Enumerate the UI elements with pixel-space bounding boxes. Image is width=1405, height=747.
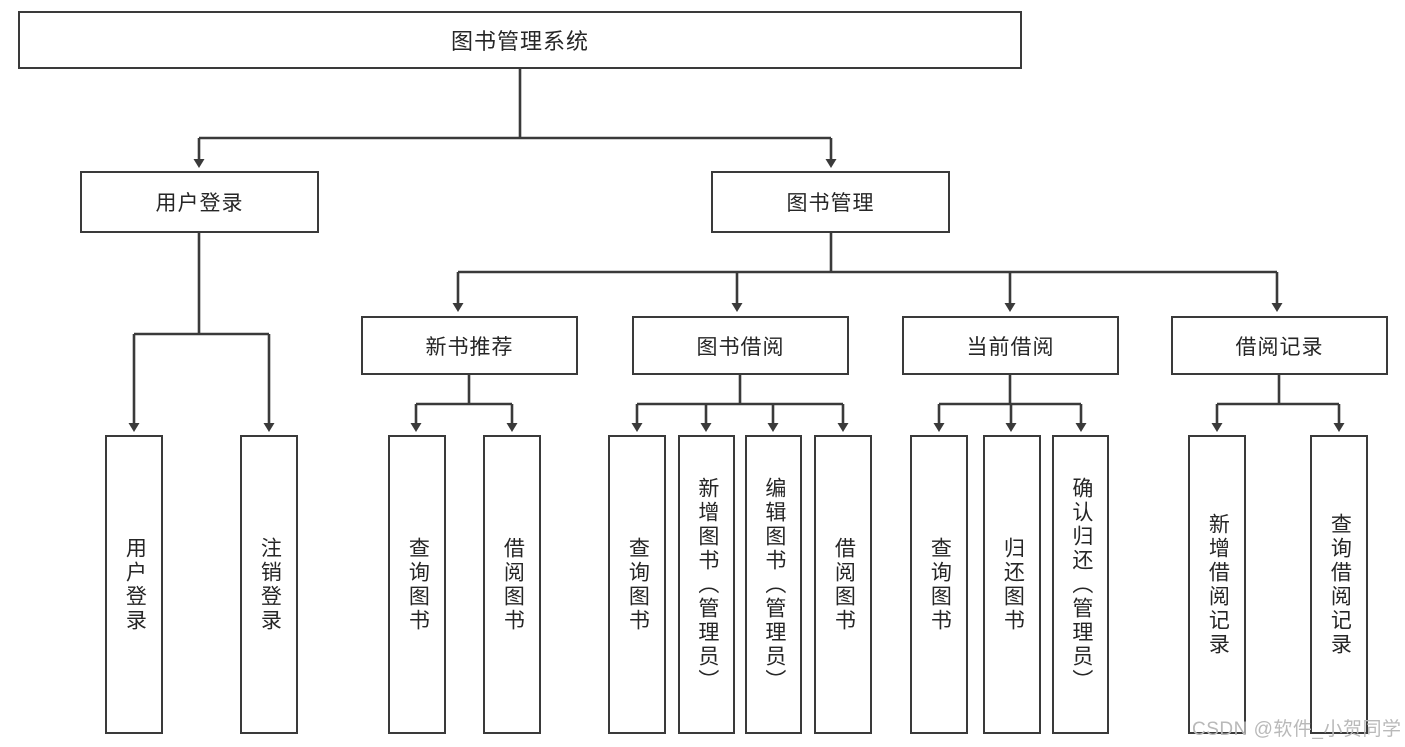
node-borrow-record[interactable]: 借阅记录 (1171, 316, 1388, 375)
leaf-query-book-recommend[interactable]: 查询图书 (388, 435, 446, 734)
node-root-label: 图书管理系统 (450, 29, 589, 54)
leaf-query-borrow-record[interactable]: 查询借阅记录 (1310, 435, 1368, 734)
leaf-borrow-book-recommend[interactable]: 借阅图书 (483, 435, 541, 734)
leaf-confirm-return-admin[interactable]: 确认归还（管理员） (1052, 435, 1109, 734)
watermark: CSDN @软件_小贺同学 (1192, 719, 1402, 740)
leaf-confirm-return-admin-label: 确认归还（管理员） (1069, 476, 1093, 693)
node-book-borrow-label: 图书借阅 (696, 335, 785, 359)
leaf-query-book-borrow[interactable]: 查询图书 (608, 435, 666, 734)
leaf-query-book-current[interactable]: 查询图书 (910, 435, 968, 734)
leaf-logout[interactable]: 注销登录 (240, 435, 298, 734)
leaf-user-login-label: 用户登录 (123, 536, 147, 633)
leaf-query-book-borrow-label: 查询图书 (626, 536, 650, 633)
node-new-book-recommend[interactable]: 新书推荐 (361, 316, 578, 375)
leaf-borrow-book[interactable]: 借阅图书 (814, 435, 872, 734)
node-user-login-label: 用户登录 (155, 192, 244, 215)
leaf-query-book-recommend-label: 查询图书 (406, 536, 430, 633)
node-current-borrow-label: 当前借阅 (966, 335, 1055, 359)
leaf-query-book-current-label: 查询图书 (928, 536, 952, 633)
leaf-borrow-book-recommend-label: 借阅图书 (501, 536, 525, 633)
node-book-management-label: 图书管理 (786, 192, 875, 215)
leaf-return-book[interactable]: 归还图书 (983, 435, 1041, 734)
leaf-add-book-admin-label: 新增图书（管理员） (695, 476, 719, 693)
leaf-add-borrow-record[interactable]: 新增借阅记录 (1188, 435, 1246, 734)
node-current-borrow[interactable]: 当前借阅 (902, 316, 1119, 375)
node-user-login[interactable]: 用户登录 (80, 171, 319, 233)
node-new-book-recommend-label: 新书推荐 (425, 335, 514, 359)
leaf-query-borrow-record-label: 查询借阅记录 (1328, 512, 1352, 657)
node-book-borrow[interactable]: 图书借阅 (632, 316, 849, 375)
node-root[interactable]: 图书管理系统 (18, 11, 1022, 69)
leaf-return-book-label: 归还图书 (1001, 536, 1025, 633)
leaf-borrow-book-label: 借阅图书 (832, 536, 856, 633)
node-borrow-record-label: 借阅记录 (1235, 335, 1324, 359)
leaf-user-login[interactable]: 用户登录 (105, 435, 163, 734)
leaf-edit-book-admin-label: 编辑图书（管理员） (762, 476, 786, 693)
leaf-edit-book-admin[interactable]: 编辑图书（管理员） (745, 435, 802, 734)
leaf-add-borrow-record-label: 新增借阅记录 (1206, 512, 1230, 657)
node-book-management[interactable]: 图书管理 (711, 171, 950, 233)
leaf-logout-label: 注销登录 (258, 536, 282, 633)
leaf-add-book-admin[interactable]: 新增图书（管理员） (678, 435, 735, 734)
